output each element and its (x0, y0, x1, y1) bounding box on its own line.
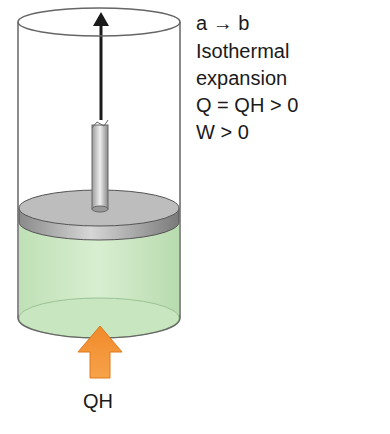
motion-arrowhead (93, 12, 109, 26)
process-label: a → b (196, 10, 366, 37)
process-label: Q = QH > 0 (196, 92, 366, 119)
cylinder-wall (179, 22, 181, 318)
heat-label: QH (83, 388, 143, 415)
rod-top (92, 120, 108, 128)
piston-rod (92, 125, 108, 209)
cylinder-top (18, 8, 180, 36)
process-label: W > 0 (196, 119, 366, 146)
process-label: Isothermal expansion (196, 38, 316, 92)
cylinder-wall (17, 22, 19, 318)
rod-base (92, 206, 108, 212)
heat-arrow (78, 326, 122, 378)
